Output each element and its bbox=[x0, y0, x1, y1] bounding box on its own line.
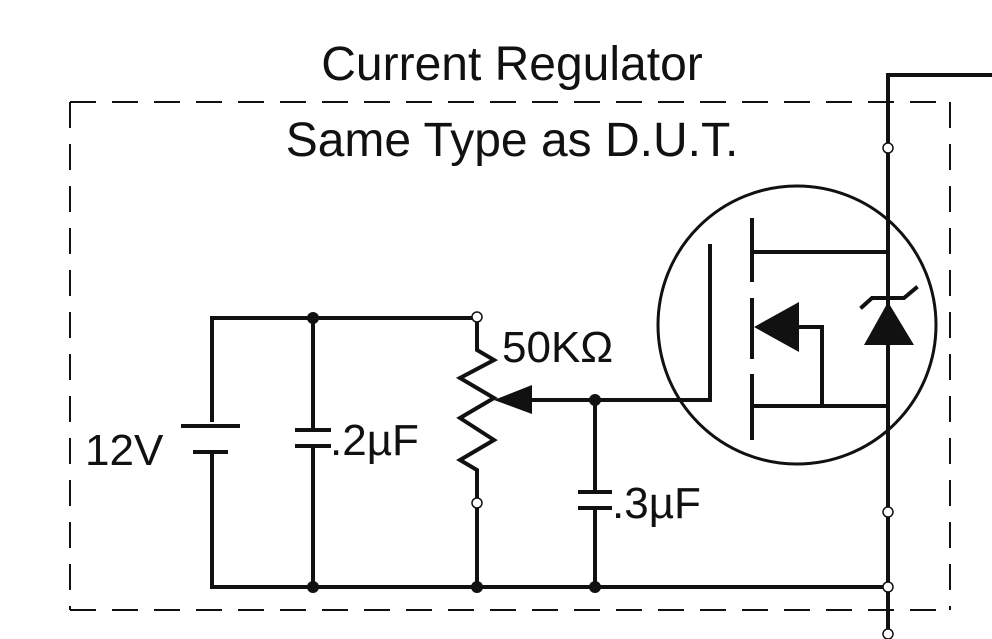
terminal bbox=[471, 497, 483, 509]
capacitor-2-label: .3µF bbox=[612, 479, 701, 528]
battery-label: 12V bbox=[85, 426, 164, 475]
battery-symbol bbox=[181, 424, 240, 454]
bottom-rail-wire bbox=[210, 450, 890, 589]
junction-dot bbox=[589, 581, 601, 593]
title: Current Regulator bbox=[321, 38, 703, 91]
capacitor-1-label: .2µF bbox=[330, 416, 419, 465]
top-rail-wire bbox=[210, 316, 478, 422]
terminal bbox=[882, 506, 894, 518]
potentiometer-label: 50KΩ bbox=[502, 323, 613, 372]
subtitle: Same Type as D.U.T. bbox=[286, 114, 739, 167]
junction-dot bbox=[471, 581, 483, 593]
terminal bbox=[882, 628, 894, 639]
junction-dot bbox=[307, 312, 319, 324]
regulator-boundary bbox=[69, 101, 951, 611]
junction-dot bbox=[589, 394, 601, 406]
junction-dot bbox=[307, 581, 319, 593]
terminal bbox=[471, 311, 483, 323]
capacitor-1-symbol bbox=[295, 316, 331, 589]
mosfet-symbol bbox=[656, 184, 938, 466]
drain-wire bbox=[886, 73, 992, 632]
terminal bbox=[882, 581, 894, 593]
terminal bbox=[882, 142, 894, 154]
capacitor-2-symbol bbox=[578, 398, 612, 589]
